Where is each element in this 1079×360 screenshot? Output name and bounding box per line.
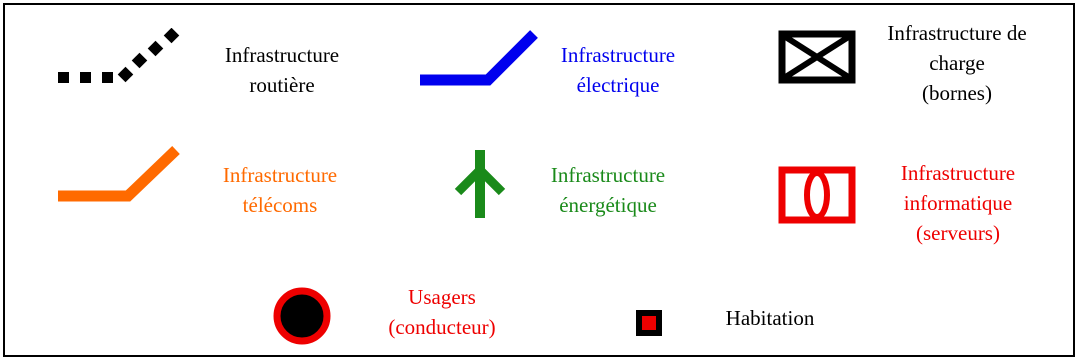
user-circle-icon [273,287,331,345]
crossed-box-icon [778,30,856,84]
dotted-polyline-icon [58,28,180,83]
label-usagers: Usagers (conducteur) [388,285,496,339]
label-route: Infrastructure routière [224,43,340,97]
house-square-icon [636,310,662,336]
label-informatique: Infrastructure informatique (serveurs) [900,161,1016,245]
label-charge: Infrastructure de charge (bornes) [887,21,1027,105]
label-energetique: Infrastructure énergétique [550,163,666,217]
orange-polyline-icon [58,146,180,202]
label-habitation: Habitation [725,306,815,330]
legend-frame [3,3,1075,357]
blue-polyline-icon [420,30,538,86]
label-electrique: Infrastructure électrique [560,43,676,97]
green-arrow-icon [454,150,506,218]
label-telecom: Infrastructure télécoms [222,163,338,217]
server-box-icon [778,166,856,224]
